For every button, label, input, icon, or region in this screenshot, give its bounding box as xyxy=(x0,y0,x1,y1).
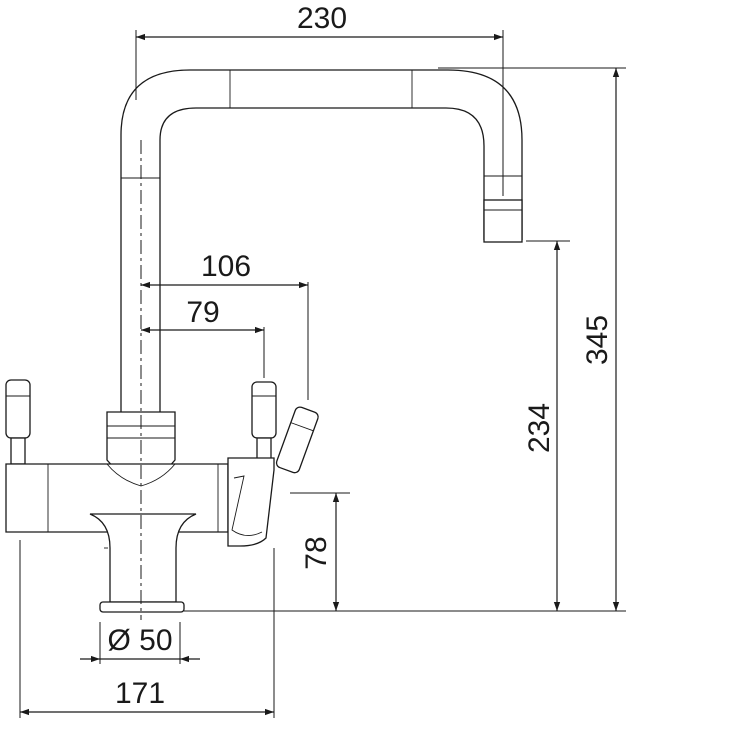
dimension-lines xyxy=(20,33,620,716)
dim-total-height: 345 xyxy=(581,315,614,365)
dim-spout-reach: 230 xyxy=(297,2,347,35)
side-lever xyxy=(275,406,319,474)
dim-lever-height: 78 xyxy=(300,536,333,569)
dim-overall-width: 171 xyxy=(115,677,165,710)
spout-tube xyxy=(120,69,523,412)
spout-outlet xyxy=(483,199,523,243)
dim-handle-reach: 79 xyxy=(186,296,219,329)
right-handle xyxy=(251,381,277,439)
left-handle xyxy=(5,379,31,439)
lever-housing xyxy=(227,457,275,547)
dimension-labels: 230 345 234 106 79 78 Ø 50 171 xyxy=(107,2,614,710)
extension-lines xyxy=(19,30,626,718)
faucet-neck xyxy=(89,513,197,603)
left-handle-stem xyxy=(10,437,26,465)
faucet-base xyxy=(99,601,185,613)
dim-base-diameter: Ø 50 xyxy=(107,624,172,657)
dim-spout-outlet-height: 234 xyxy=(523,403,556,453)
dim-lever-reach: 106 xyxy=(201,250,251,283)
faucet-outline xyxy=(5,69,523,613)
